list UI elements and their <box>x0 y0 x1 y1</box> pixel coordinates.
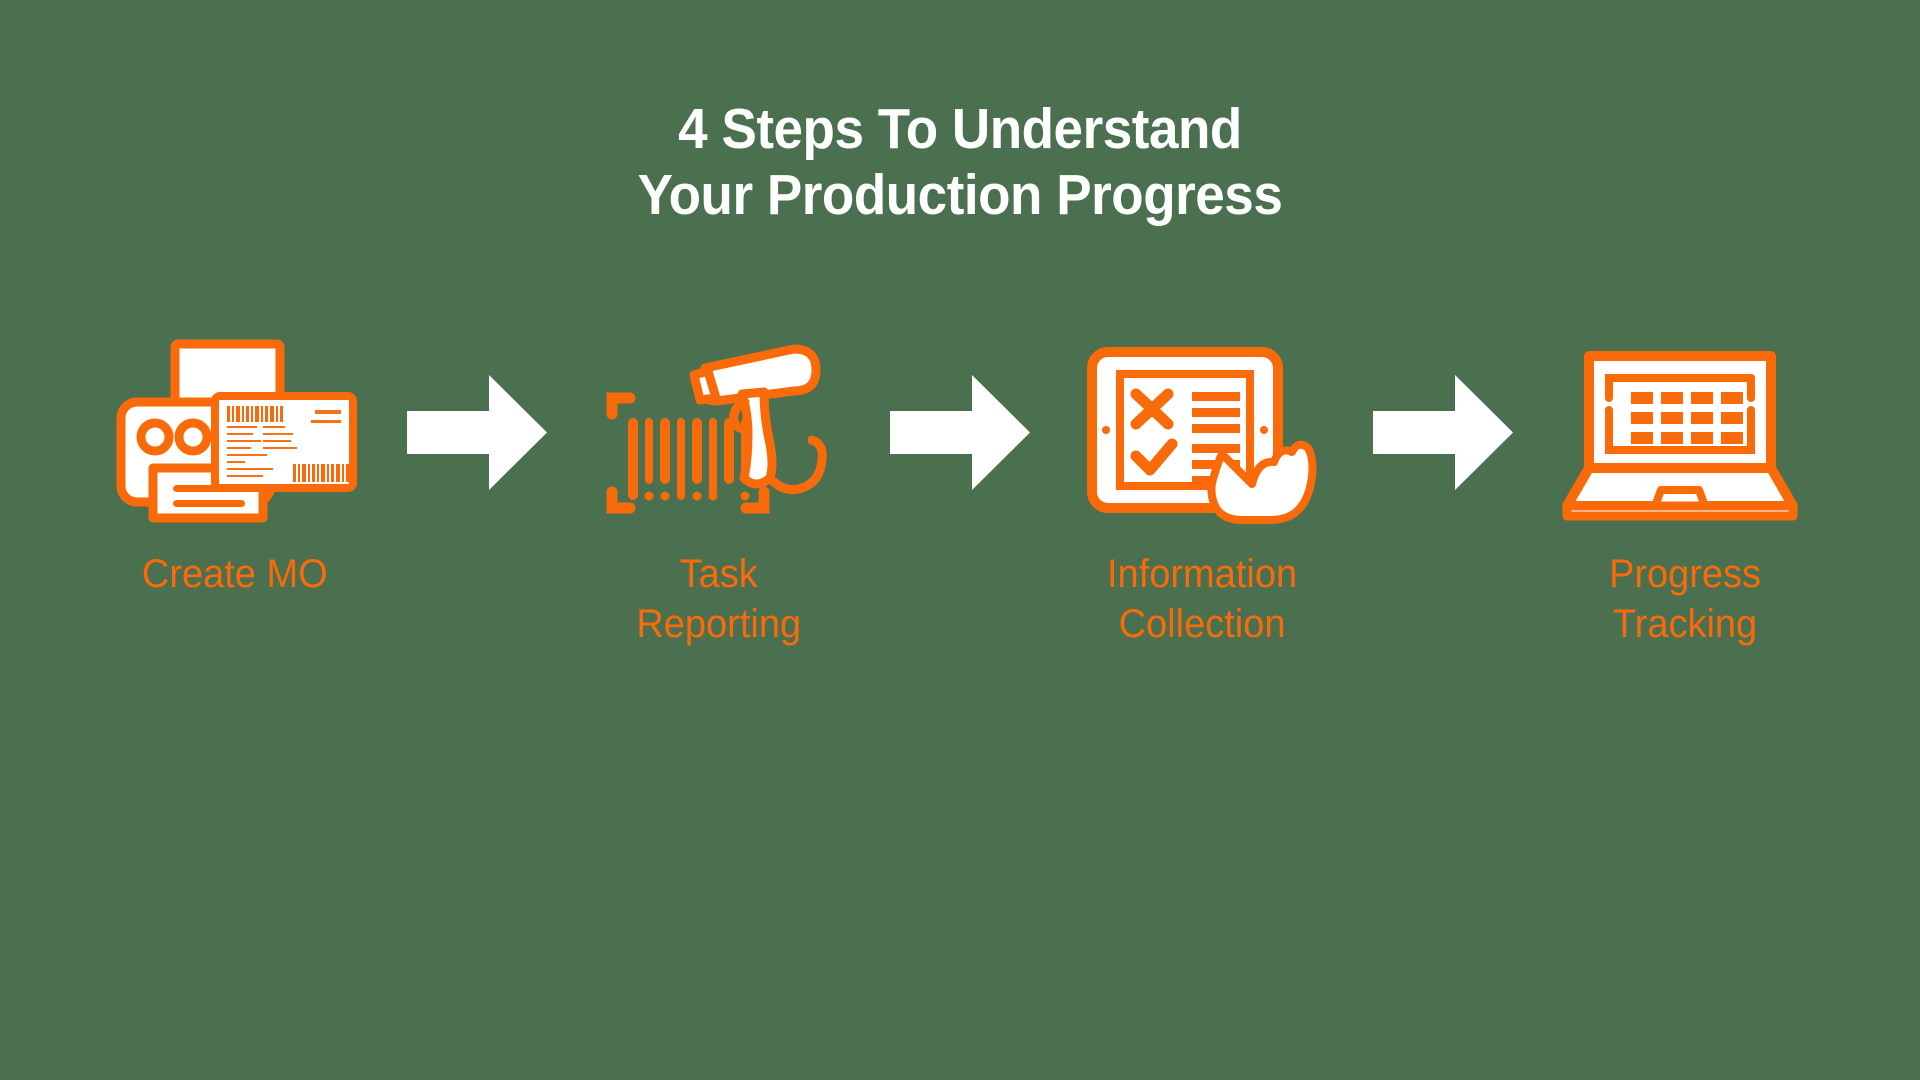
printer-label-icon-box <box>110 339 360 525</box>
step-task-reporting[interactable]: Task Reporting <box>593 340 843 649</box>
arrow-right-icon <box>889 375 1030 490</box>
step-label-task-reporting: Task Reporting <box>635 552 801 646</box>
step-progress-tracking[interactable]: Progress Tracking <box>1560 340 1810 649</box>
tablet-camera-dot <box>1101 426 1110 434</box>
check-icon <box>1130 438 1178 476</box>
arrow-1 <box>402 340 552 525</box>
tablet-checklist-hand-icon <box>1086 347 1317 524</box>
printer-label-icon <box>116 339 357 523</box>
arrow-3 <box>1368 340 1518 525</box>
arrow-right-icon <box>1373 375 1514 490</box>
screen-frame <box>1604 374 1755 454</box>
step-information-collection[interactable]: Information Collection <box>1077 340 1327 649</box>
scan-frame-corners <box>606 392 770 514</box>
step-label-progress-tracking: Progress Tracking <box>1608 552 1761 646</box>
step-create-mo[interactable]: Create MO <box>110 339 360 599</box>
mo-label <box>211 392 357 492</box>
laptop-dashboard-icon <box>1561 351 1798 521</box>
step-label-information-collection: Information Collection <box>1106 552 1297 646</box>
title-line-1: 4 Steps To Understand <box>678 97 1242 161</box>
tablet-checklist-icon-box <box>1077 340 1327 525</box>
barcode-bars <box>628 418 750 501</box>
arrow-right-icon <box>406 375 547 490</box>
cross-icon <box>1130 388 1174 430</box>
arrow-2 <box>885 340 1035 525</box>
laptop-dashboard-icon-box <box>1560 340 1810 525</box>
pointing-hand-icon <box>1207 440 1317 524</box>
barcode-scanner-icon <box>606 344 828 514</box>
steps-flow: Create MO <box>110 339 1810 660</box>
dashboard-grid <box>1630 392 1743 444</box>
page-title: 4 Steps To Understand Your Production Pr… <box>67 96 1853 228</box>
tablet-home-dot <box>1259 426 1268 434</box>
barcode-scanner-icon-box <box>593 340 843 525</box>
step-label-create-mo: Create MO <box>142 552 328 596</box>
title-line-2: Your Production Progress <box>637 163 1283 227</box>
list-lines-top <box>1191 392 1240 433</box>
